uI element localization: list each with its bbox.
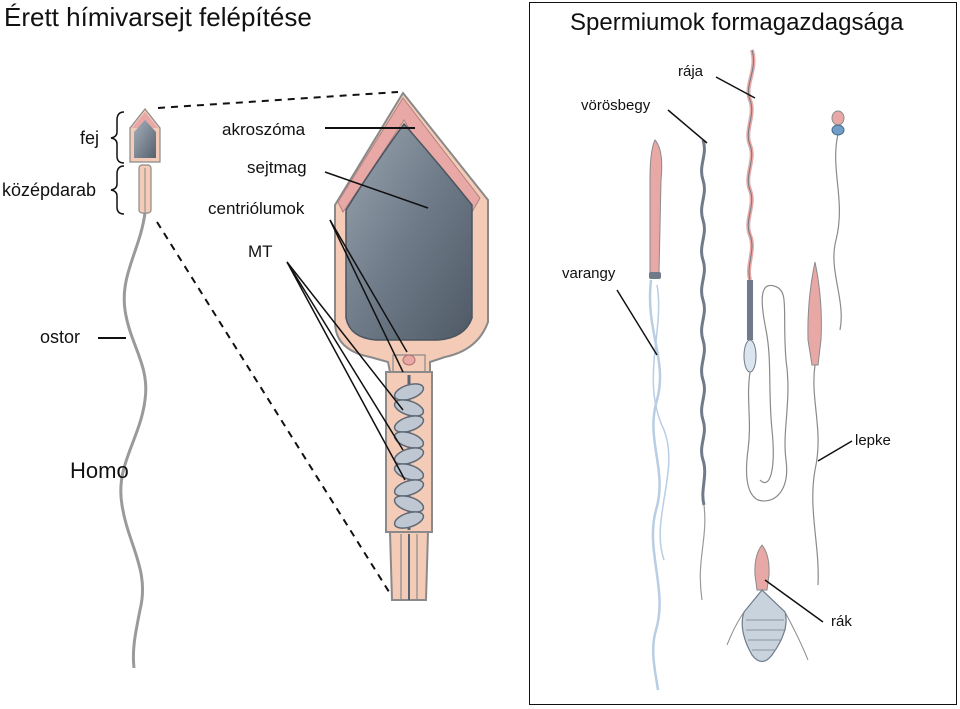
label-raja: rája [678,63,704,80]
small-sperm-tail [119,212,148,669]
label-homo: Homo [70,458,129,483]
label-sejtmag: sejtmag [247,158,307,177]
label-ostor: ostor [40,327,81,347]
varangy-sperm [648,139,670,691]
small-head-sperm [831,110,845,331]
right-panel-title: Spermiumok formagazdagsága [570,9,904,36]
lepke-pointer [817,440,853,462]
zoom-line-bottom [156,221,392,596]
nucleus [345,122,473,341]
mt-pointer-2 [286,261,404,451]
large-sperm [334,91,489,601]
sejtmag-pointer [324,171,429,209]
right-panel-frame [529,2,957,705]
rak-pointer [764,579,824,623]
label-mt: MT [248,242,273,261]
label-varangy: varangy [562,265,616,282]
centriolumok-pointer-1 [329,219,408,353]
label-centriolumok: centriólumok [208,199,305,218]
vorosbegy-sperm [699,139,707,601]
left-panel-title: Érett hímivarsejt felépítése [4,2,312,32]
mt-pointer-1 [286,261,404,411]
kozepdarab-brace [110,165,125,215]
vorosbegy-pointer [667,109,708,144]
zoom-line-top [157,91,399,109]
lepke-sperm [807,261,822,586]
small-sperm [119,108,161,669]
mt-pointer-3 [286,261,406,481]
label-lepke: lepke [855,432,891,449]
raja-pointer [715,76,756,99]
rak-sperm [726,544,809,663]
raja-sperm [743,49,789,502]
label-vorosbegy: vörösbegy [581,97,651,114]
label-kozepdarab: középdarab [2,180,97,200]
fej-brace [110,111,125,164]
label-akroszoma: akroszóma [222,120,306,139]
label-rak: rák [831,613,852,630]
label-fej: fej [80,128,100,148]
centriolumok-pointer-2 [329,219,404,373]
varangy-pointer [616,289,658,356]
